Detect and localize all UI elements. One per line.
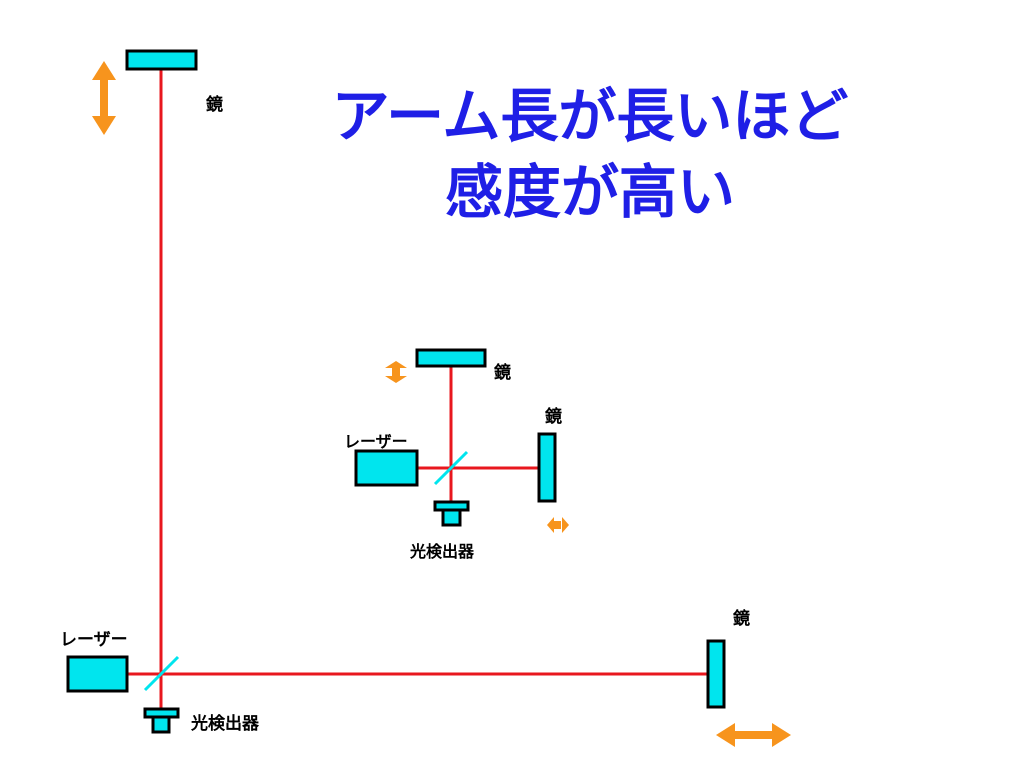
double-arrow-icon [385, 361, 407, 383]
mirror-icon [537, 432, 557, 503]
mirror-icon [706, 639, 726, 709]
page-title: アーム長が長いほど 感度が高い [280, 78, 900, 230]
laser-icon [354, 449, 419, 487]
beam-splitter-icon [143, 655, 180, 692]
detector-label: 光検出器 [191, 714, 259, 734]
photodetector-icon [433, 500, 470, 527]
laser-label: レーザー [344, 432, 408, 451]
detector-label: 光検出器 [410, 542, 475, 561]
mirror-label: 鏡 [494, 363, 511, 383]
laser-label: レーザー [60, 630, 128, 650]
double-arrow-icon [716, 723, 791, 747]
mirror-icon [415, 348, 487, 368]
title-line-2: 感度が高い [444, 158, 735, 226]
title-line-1: アーム長が長いほど [331, 82, 849, 150]
photodetector-icon [143, 707, 180, 734]
laser-icon [66, 655, 129, 693]
beam-splitter-icon [433, 450, 469, 486]
double-arrow-icon [547, 517, 569, 533]
mirror-label: 鏡 [206, 95, 223, 115]
small-interferometer [354, 348, 569, 533]
mirror-label: 鏡 [545, 407, 562, 427]
large-interferometer [66, 49, 791, 747]
double-arrow-icon [92, 61, 116, 135]
mirror-icon [125, 49, 198, 71]
mirror-label: 鏡 [733, 609, 750, 629]
